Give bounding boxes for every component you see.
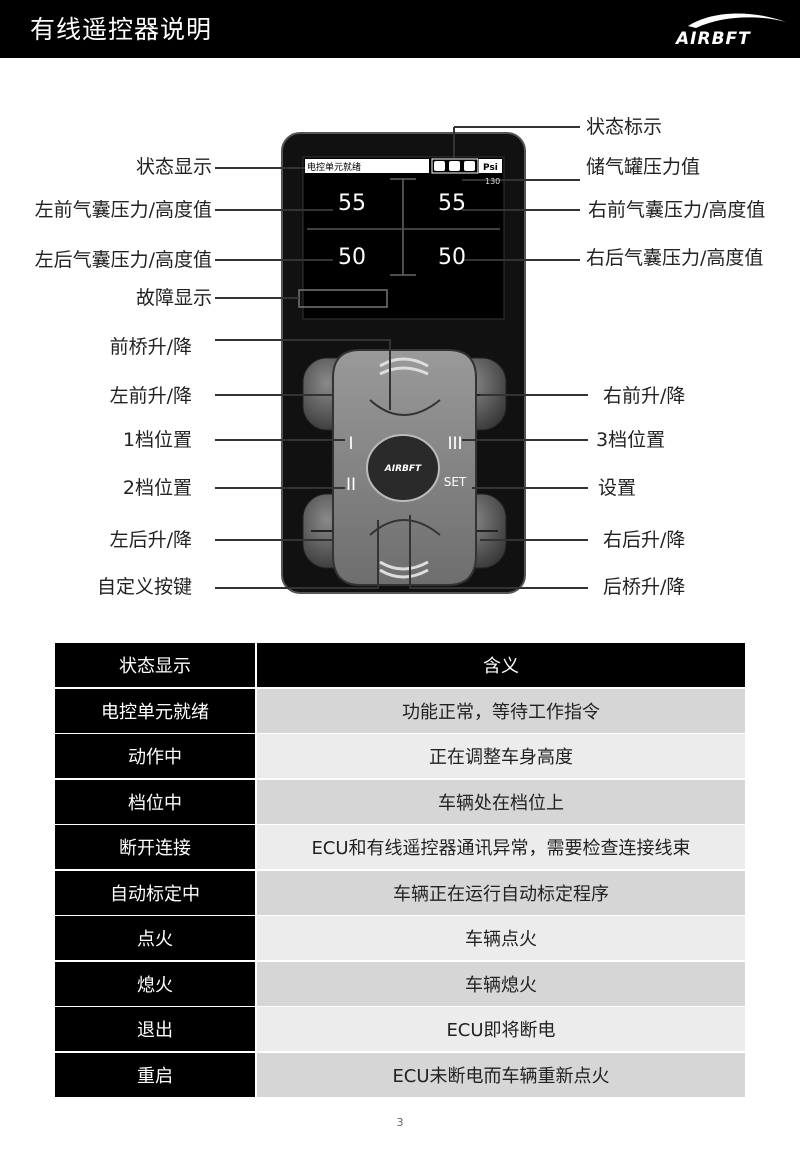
table-cell-status: 档位中 bbox=[55, 779, 255, 824]
table-cell-meaning: ECU即将断电 bbox=[257, 1007, 745, 1051]
page-title: 有线遥控器说明 bbox=[30, 15, 213, 44]
callout-front-axle: 前桥升/降 bbox=[109, 336, 192, 358]
table-row: 动作中 正在调整车身高度 bbox=[55, 734, 745, 778]
table-cell-meaning: ECU未断电而车辆重新点火 bbox=[257, 1052, 745, 1097]
callout-pos3: 3档位置 bbox=[596, 429, 666, 451]
table-cell-status: 重启 bbox=[55, 1052, 255, 1097]
table-row: 点火 车辆点火 bbox=[55, 916, 745, 960]
airbft-logo: AIRBFT bbox=[668, 10, 792, 50]
table-row: 电控单元就绪 功能正常，等待工作指令 bbox=[55, 688, 745, 733]
callout-rl-value: 左后气囊压力/高度值 bbox=[34, 249, 212, 271]
set-key: SET bbox=[444, 475, 467, 489]
callout-status-indicator: 状态标示 bbox=[586, 116, 663, 138]
table-row: 自动标定中 车辆正在运行自动标定程序 bbox=[55, 870, 745, 915]
unit-box bbox=[479, 159, 502, 173]
table-cell-status: 退出 bbox=[55, 1007, 255, 1051]
callout-fault-display: 故障显示 bbox=[135, 287, 212, 309]
callout-pos1: 1档位置 bbox=[122, 429, 192, 451]
fl-value: 55 bbox=[338, 191, 366, 216]
table-row: 档位中 车辆处在档位上 bbox=[55, 779, 745, 824]
table-cell-status: 断开连接 bbox=[55, 825, 255, 869]
table-row: 重启 ECU未断电而车辆重新点火 bbox=[55, 1052, 745, 1097]
center-logo-text: AIRBFT bbox=[384, 464, 422, 474]
callout-rl-updown: 左后升/降 bbox=[109, 529, 192, 551]
pos3-key: III bbox=[447, 434, 462, 454]
parking-icon bbox=[434, 161, 445, 171]
table-row: 熄火 车辆熄火 bbox=[55, 961, 745, 1006]
table-cell-status: 点火 bbox=[55, 916, 255, 960]
power-icon bbox=[464, 161, 475, 171]
callout-rear-axle: 后桥升/降 bbox=[603, 576, 686, 598]
logo-swoosh-icon bbox=[688, 13, 786, 28]
page-number: 3 bbox=[396, 1116, 404, 1129]
table-cell-meaning: 车辆正在运行自动标定程序 bbox=[257, 870, 745, 915]
page-header: 有线遥控器说明 AIRBFT bbox=[0, 0, 800, 58]
pos1-key: I bbox=[348, 434, 353, 454]
logo-text: AIRBFT bbox=[676, 29, 751, 49]
callout-status-display: 状态显示 bbox=[135, 156, 212, 178]
table-cell-status: 熄火 bbox=[55, 961, 255, 1006]
rl-value: 50 bbox=[338, 245, 366, 270]
table-row: 退出 ECU即将断电 bbox=[55, 1007, 745, 1051]
table-header-meaning: 含义 bbox=[257, 643, 745, 687]
table-cell-meaning: ECU和有线遥控器通讯异常，需要检查连接线束 bbox=[257, 825, 745, 869]
tank-value-text: 130 bbox=[485, 177, 500, 186]
callout-rr-updown: 右后升/降 bbox=[603, 529, 686, 551]
table-cell-meaning: 功能正常，等待工作指令 bbox=[257, 688, 745, 733]
screen-unit-text: Psi bbox=[483, 163, 498, 173]
callout-settings: 设置 bbox=[598, 477, 637, 499]
screen-status-text: 电控单元就绪 bbox=[307, 161, 361, 173]
callout-rr-value: 右后气囊压力/高度值 bbox=[586, 247, 764, 269]
center-logo-button bbox=[366, 434, 440, 502]
callout-tank-pressure: 储气罐压力值 bbox=[586, 156, 701, 178]
rear-axle-down-chevron bbox=[379, 560, 429, 571]
callout-fr-updown: 右前升/降 bbox=[603, 385, 686, 407]
front-axle-up-chevron bbox=[379, 357, 429, 368]
table-cell-meaning: 正在调整车身高度 bbox=[257, 734, 745, 778]
fr-value: 55 bbox=[438, 191, 466, 216]
table-cell-meaning: 车辆熄火 bbox=[257, 961, 745, 1006]
table-header-status: 状态显示 bbox=[55, 643, 255, 687]
callout-custom-key: 自定义按键 bbox=[96, 576, 192, 598]
rr-value: 50 bbox=[438, 245, 466, 270]
table-header-row: 状态显示 含义 bbox=[55, 643, 745, 687]
remote-controller-diagram: 电控单元就绪 Psi 130 55 55 50 50 I III II SET … bbox=[215, 126, 588, 594]
callout-fl-value: 左前气囊压力/高度值 bbox=[34, 199, 212, 221]
status-bar bbox=[305, 159, 429, 173]
table-row: 断开连接 ECU和有线遥控器通讯异常，需要检查连接线束 bbox=[55, 825, 745, 869]
table-cell-status: 自动标定中 bbox=[55, 870, 255, 915]
callout-pos2: 2档位置 bbox=[122, 477, 192, 499]
callout-fr-value: 右前气囊压力/高度值 bbox=[588, 199, 766, 221]
callout-fl-updown: 左前升/降 bbox=[109, 385, 192, 407]
table-cell-meaning: 车辆点火 bbox=[257, 916, 745, 960]
status-meaning-table: 状态显示 含义 电控单元就绪 功能正常，等待工作指令 动作中 正在调整车身高度 … bbox=[55, 643, 745, 1098]
table-cell-status: 电控单元就绪 bbox=[55, 688, 255, 733]
pos2-key: II bbox=[346, 475, 356, 495]
table-cell-status: 动作中 bbox=[55, 734, 255, 778]
table-cell-meaning: 车辆处在档位上 bbox=[257, 779, 745, 824]
bluetooth-icon bbox=[449, 161, 460, 171]
